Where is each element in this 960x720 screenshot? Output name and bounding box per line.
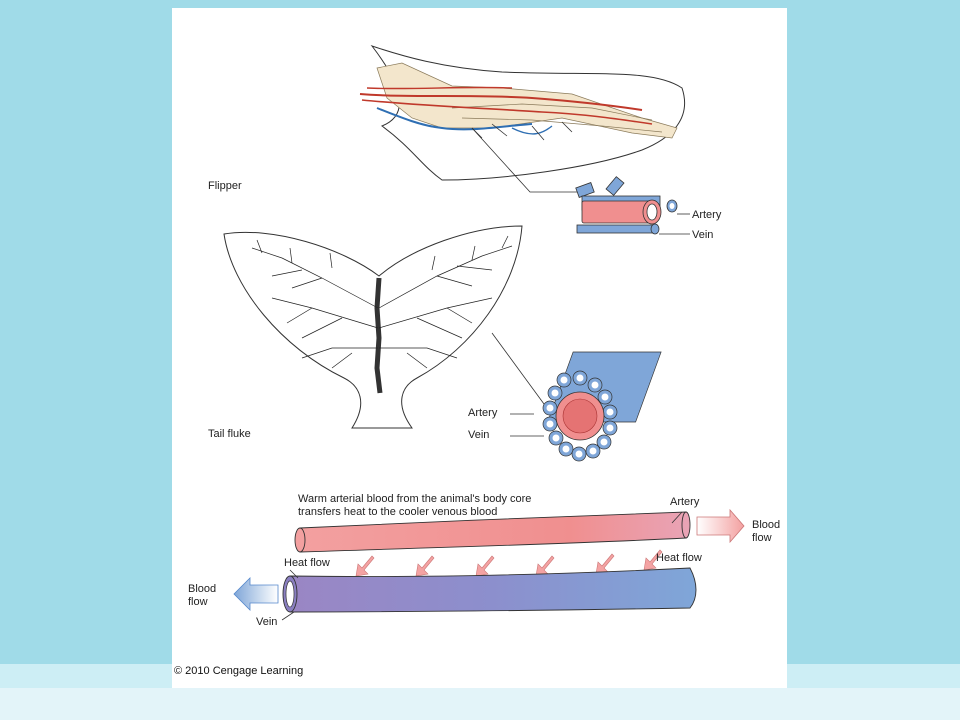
- countercurrent-diagram: [223, 45, 745, 621]
- fluke-vessel-bundle: [510, 351, 662, 462]
- tail-fluke-illustration: [223, 225, 545, 429]
- label-blood-flow-left-2: flow: [188, 596, 208, 608]
- caption-line-2: transfers heat to the cooler venous bloo…: [298, 506, 498, 518]
- label-tail-fluke: Tail fluke: [208, 428, 251, 440]
- label-fluke-artery: Artery: [468, 407, 498, 419]
- countercurrent-exchange: [233, 508, 745, 621]
- label-heat-flow-left: Heat flow: [284, 557, 330, 569]
- label-blood-flow-right-1: Blood: [752, 519, 781, 531]
- label-flipper: Flipper: [208, 180, 242, 192]
- caption-line-1: Warm arterial blood from the animal's bo…: [298, 493, 532, 505]
- copyright-notice: © 2010 Cengage Learning: [174, 665, 304, 677]
- flipper-vessel-detail: [575, 176, 690, 235]
- label-blood-flow-right-2: flow: [752, 532, 772, 544]
- label-heat-flow-right: Heat flow: [656, 552, 702, 564]
- figure-panel: Flipper Artery Vein Tail fluke Artery Ve…: [172, 8, 787, 688]
- label-flipper-artery: Artery: [692, 209, 722, 221]
- label-blood-flow-left-1: Blood: [188, 583, 217, 595]
- bottom-band-light: [0, 688, 960, 720]
- label-bottom-artery: Artery: [670, 496, 700, 508]
- label-flipper-vein: Vein: [692, 229, 714, 241]
- flipper-illustration: [359, 45, 686, 193]
- label-bottom-vein: Vein: [256, 616, 278, 628]
- label-fluke-vein: Vein: [468, 429, 490, 441]
